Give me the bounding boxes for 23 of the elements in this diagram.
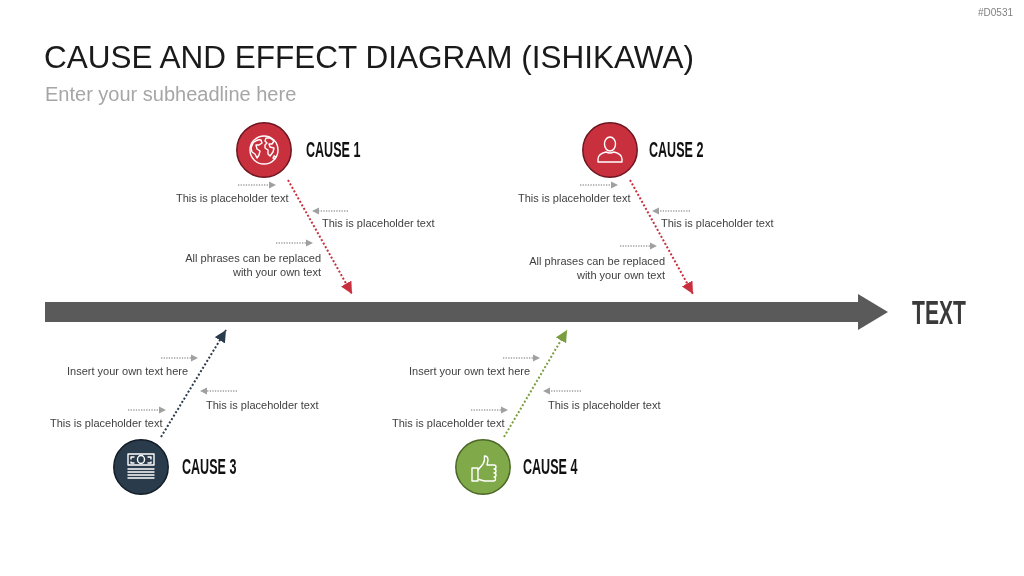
subtitle: Enter your subheadline here	[45, 82, 297, 106]
sub-cause-text: This is placeholder text	[548, 398, 662, 412]
sub-cause-text: This is placeholder text	[661, 216, 775, 230]
cause-title: CAUSE 3	[182, 456, 237, 478]
sub-cause-text: This is placeholder text	[50, 416, 164, 430]
arrow	[287, 179, 353, 295]
sub-cause-text: This is placeholder text	[206, 398, 320, 412]
sub-cause-text: This is placeholder text	[392, 416, 506, 430]
sub-cause-text: Insert your own text here	[409, 364, 532, 378]
sub-cause-text: All phrases can be replaced with your own text	[184, 251, 321, 279]
slide-code: #D0531	[977, 7, 1013, 19]
cause-title: CAUSE 2	[649, 139, 704, 161]
sub-cause-text: This is placeholder text	[518, 191, 632, 205]
arrow	[503, 329, 568, 438]
cause-title: CAUSE 4	[523, 456, 578, 478]
title: CAUSE AND EFFECT DIAGRAM (ISHIKAWA)	[44, 38, 694, 76]
arrow	[629, 179, 694, 295]
cause-title: CAUSE 1	[306, 139, 361, 161]
sub-cause-text: This is placeholder text	[176, 191, 290, 205]
sub-cause-text: Insert your own text here	[67, 364, 190, 378]
sub-cause-text: This is placeholder text	[322, 216, 436, 230]
sub-cause-text: All phrases can be replaced with your own text	[528, 254, 665, 282]
arrow	[160, 329, 227, 438]
